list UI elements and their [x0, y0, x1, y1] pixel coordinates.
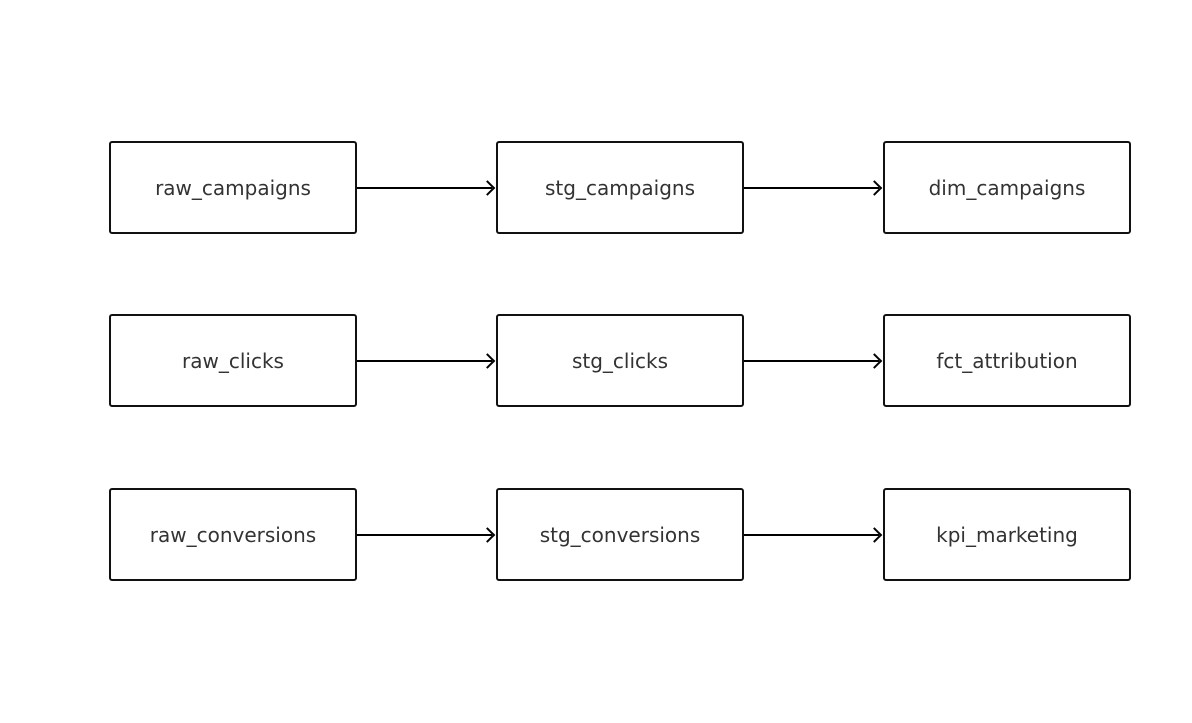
node-kpi-marketing: kpi_marketing — [883, 488, 1131, 581]
arrow-line — [357, 533, 492, 536]
node-label: stg_campaigns — [545, 175, 695, 200]
node-label: dim_campaigns — [928, 175, 1086, 200]
arrow-right-icon — [866, 526, 883, 543]
node-label: raw_conversions — [149, 522, 317, 547]
node-stg-campaigns: stg_campaigns — [496, 141, 744, 234]
arrow-line — [744, 359, 879, 362]
arrow-right-icon — [479, 352, 496, 369]
arrow-connector — [744, 314, 883, 407]
arrow-line — [357, 186, 492, 189]
node-stg-conversions: stg_conversions — [496, 488, 744, 581]
arrow-connector — [744, 141, 883, 234]
node-label: raw_clicks — [182, 348, 284, 373]
arrow-right-icon — [479, 526, 496, 543]
arrow-connector — [357, 488, 496, 581]
node-label: stg_conversions — [539, 522, 701, 547]
node-label: stg_clicks — [571, 348, 669, 373]
node-dim-campaigns: dim_campaigns — [883, 141, 1131, 234]
arrow-connector — [357, 314, 496, 407]
arrow-connector — [744, 488, 883, 581]
arrow-right-icon — [866, 179, 883, 196]
arrow-connector — [357, 141, 496, 234]
node-label: raw_campaigns — [155, 175, 311, 200]
node-raw-clicks: raw_clicks — [109, 314, 357, 407]
pipeline-row-campaigns: raw_campaigns stg_campaigns dim_campaign… — [109, 141, 1131, 234]
arrow-line — [744, 533, 879, 536]
arrow-line — [357, 359, 492, 362]
pipeline-row-clicks: raw_clicks stg_clicks fct_attribution — [109, 314, 1131, 407]
node-stg-clicks: stg_clicks — [496, 314, 744, 407]
node-label: fct_attribution — [936, 348, 1078, 373]
arrow-right-icon — [866, 352, 883, 369]
node-raw-campaigns: raw_campaigns — [109, 141, 357, 234]
pipeline-row-conversions: raw_conversions stg_conversions kpi_mark… — [109, 488, 1131, 581]
node-fct-attribution: fct_attribution — [883, 314, 1131, 407]
arrow-right-icon — [479, 179, 496, 196]
node-raw-conversions: raw_conversions — [109, 488, 357, 581]
node-label: kpi_marketing — [936, 522, 1078, 547]
arrow-line — [744, 186, 879, 189]
